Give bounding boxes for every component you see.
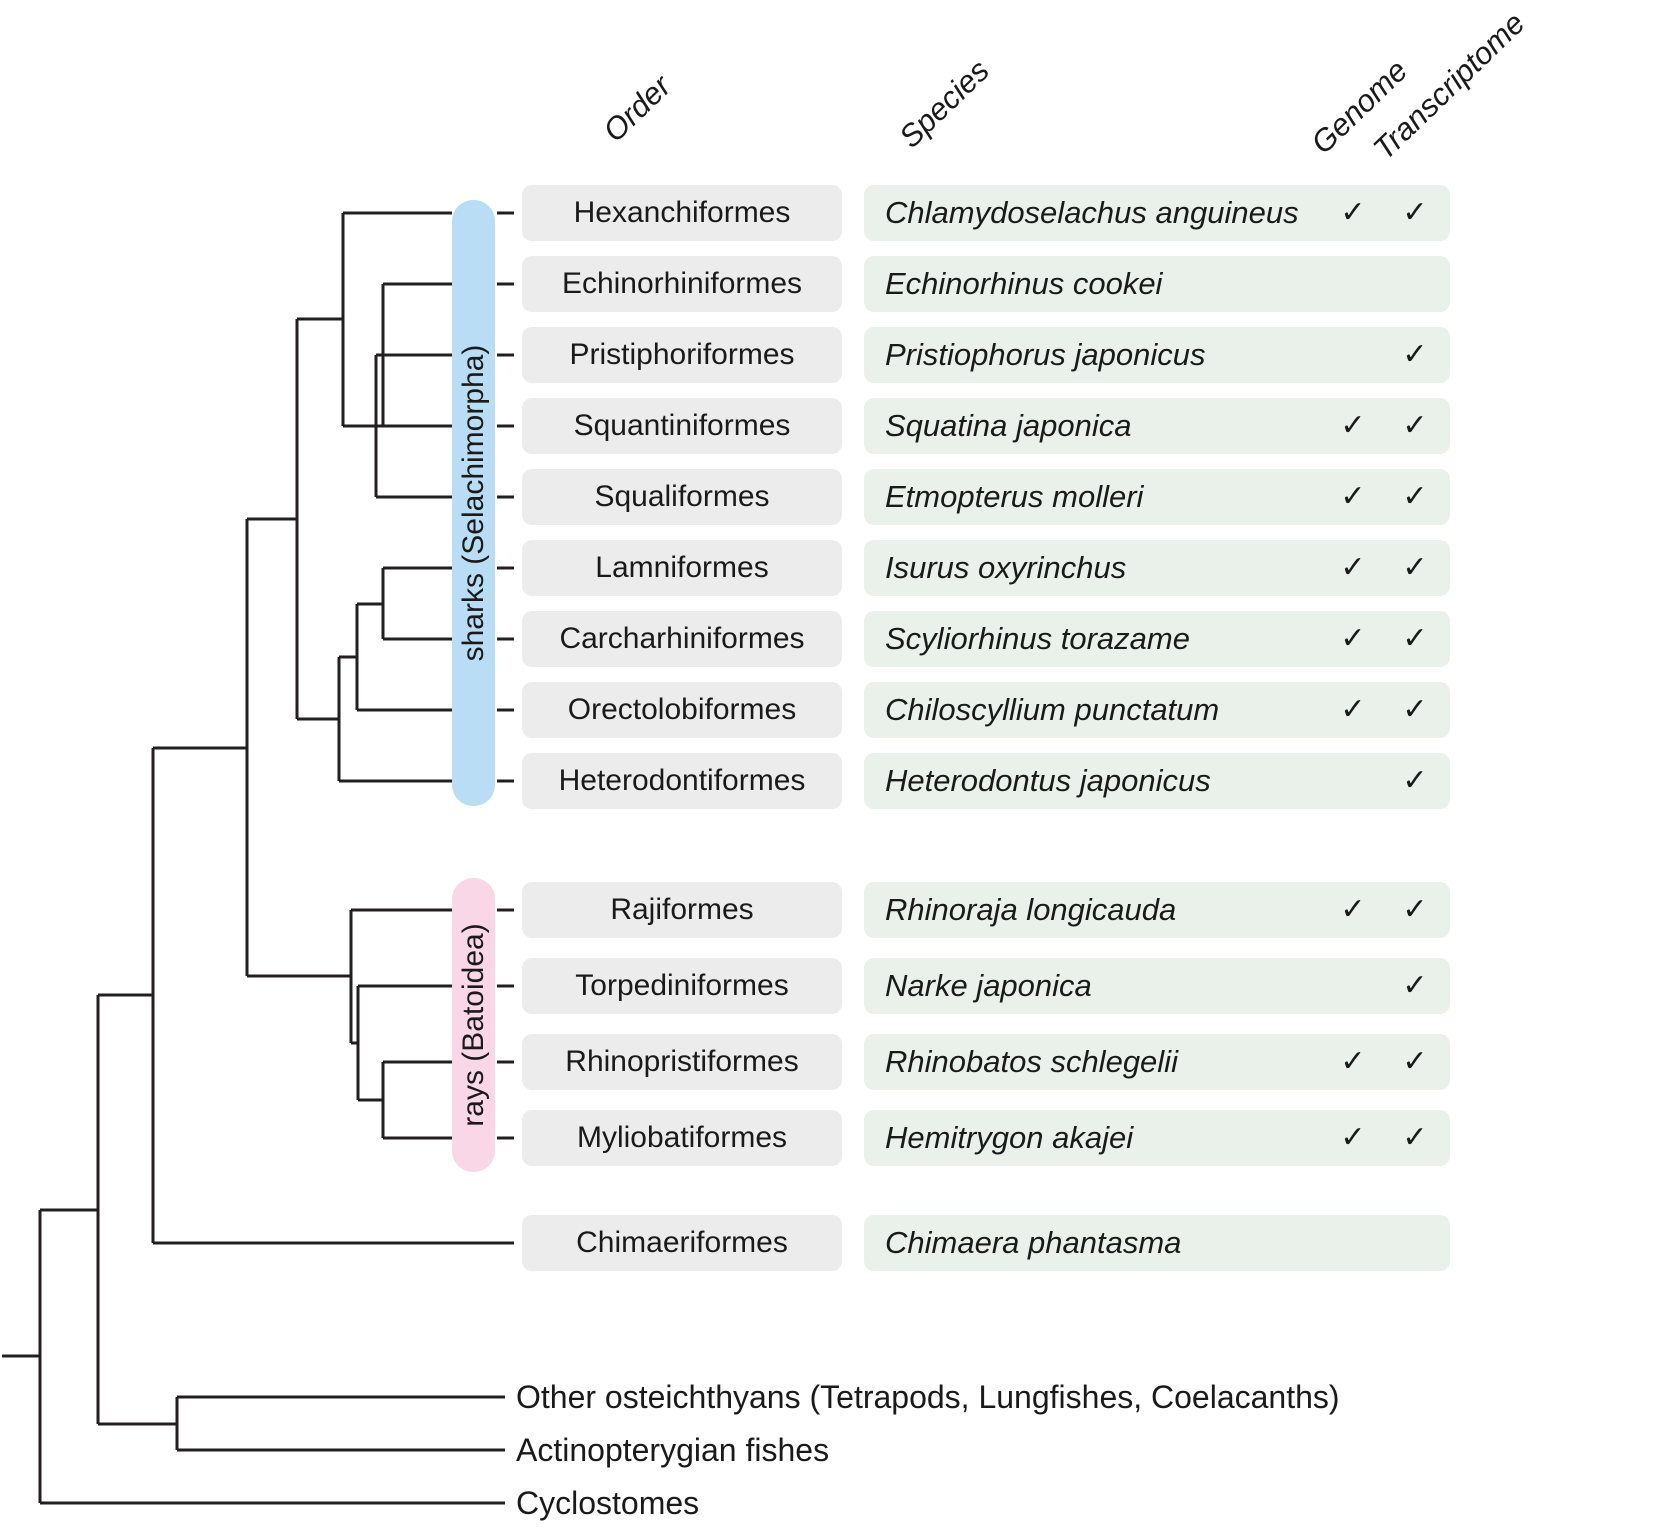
species-box: Pristiophorus japonicus ✓	[864, 327, 1450, 383]
genome-check-icon: ✓	[1340, 622, 1366, 655]
transcriptome-check-icon: ✓	[1402, 196, 1428, 229]
species-box: Rhinobatos schlegelii ✓ ✓	[864, 1034, 1450, 1090]
order-box: Carcharhiniformes	[522, 611, 842, 667]
transcriptome-check-icon: ✓	[1402, 480, 1428, 513]
order-box: Squantiniformes	[522, 398, 842, 454]
order-box: Lamniformes	[522, 540, 842, 596]
order-box: Squaliformes	[522, 469, 842, 525]
genome-check-icon: ✓	[1340, 693, 1366, 726]
species-box: Chiloscyllium punctatum ✓ ✓	[864, 682, 1450, 738]
species-box: Echinorhinus cookei	[864, 256, 1450, 312]
sharks-clade-bar: sharks (Selachimorpha)	[452, 200, 495, 806]
order-box: Torpediniformes	[522, 958, 842, 1014]
transcriptome-check-icon: ✓	[1402, 622, 1428, 655]
order-box: Orectolobiformes	[522, 682, 842, 738]
species-box: Isurus oxyrinchus ✓ ✓	[864, 540, 1450, 596]
genome-check-icon: ✓	[1340, 196, 1366, 229]
transcriptome-check-icon: ✓	[1402, 893, 1428, 926]
species-name: Hemitrygon akajei	[885, 1120, 1134, 1155]
genome-check-icon: ✓	[1340, 480, 1366, 513]
species-name: Etmopterus molleri	[885, 479, 1144, 514]
transcriptome-check-icon: ✓	[1402, 409, 1428, 442]
order-box: Myliobatiformes	[522, 1110, 842, 1166]
species-name: Chlamydoselachus anguineus	[885, 195, 1299, 230]
order-box: Heterodontiformes	[522, 753, 842, 809]
species-box: Chlamydoselachus anguineus ✓ ✓	[864, 185, 1450, 241]
order-box: Rajiformes	[522, 882, 842, 938]
species-box: Rhinoraja longicauda ✓ ✓	[864, 882, 1450, 938]
species-name: Echinorhinus cookei	[885, 266, 1163, 301]
transcriptome-check-icon: ✓	[1402, 338, 1428, 371]
transcriptome-check-icon: ✓	[1402, 764, 1428, 797]
genome-check-icon: ✓	[1340, 893, 1366, 926]
outgroup-label-cyclostomes: Cyclostomes	[516, 1485, 700, 1521]
outgroup-label-osteichthyans: Other osteichthyans (Tetrapods, Lungfish…	[516, 1379, 1340, 1415]
species-box: Chimaera phantasma	[864, 1215, 1450, 1271]
order-box: Hexanchiformes	[522, 185, 842, 241]
species-box: Scyliorhinus torazame ✓ ✓	[864, 611, 1450, 667]
transcriptome-check-icon: ✓	[1402, 551, 1428, 584]
species-box: Narke japonica ✓	[864, 958, 1450, 1014]
order-box: Rhinopristiformes	[522, 1034, 842, 1090]
genome-check-icon: ✓	[1340, 1045, 1366, 1078]
species-name: Squatina japonica	[885, 408, 1132, 443]
species-box: Hemitrygon akajei ✓ ✓	[864, 1110, 1450, 1166]
transcriptome-check-icon: ✓	[1402, 1121, 1428, 1154]
species-name: Pristiophorus japonicus	[885, 337, 1206, 372]
species-box: Etmopterus molleri ✓ ✓	[864, 469, 1450, 525]
transcriptome-check-icon: ✓	[1402, 693, 1428, 726]
transcriptome-check-icon: ✓	[1402, 969, 1428, 1002]
genome-check-icon: ✓	[1340, 409, 1366, 442]
species-name: Narke japonica	[885, 968, 1092, 1003]
species-box: Squatina japonica ✓ ✓	[864, 398, 1450, 454]
transcriptome-check-icon: ✓	[1402, 1045, 1428, 1078]
species-name: Heterodontus japonicus	[885, 763, 1211, 798]
order-box: Pristiphoriformes	[522, 327, 842, 383]
order-box: Echinorhiniformes	[522, 256, 842, 312]
genome-check-icon: ✓	[1340, 551, 1366, 584]
rays-clade-label: rays (Batoidea)	[456, 923, 490, 1127]
genome-check-icon: ✓	[1340, 1121, 1366, 1154]
species-name: Scyliorhinus torazame	[885, 621, 1190, 656]
sharks-clade-label: sharks (Selachimorpha)	[456, 344, 490, 662]
species-name: Chiloscyllium punctatum	[885, 692, 1220, 727]
order-box: Chimaeriformes	[522, 1215, 842, 1271]
outgroup-label-actinopterygians: Actinopterygian fishes	[516, 1432, 830, 1468]
species-name: Isurus oxyrinchus	[885, 550, 1127, 585]
rays-clade-bar: rays (Batoidea)	[452, 878, 495, 1172]
species-box: Heterodontus japonicus ✓	[864, 753, 1450, 809]
species-name: Rhinobatos schlegelii	[885, 1044, 1178, 1079]
species-name: Chimaera phantasma	[885, 1225, 1182, 1260]
species-name: Rhinoraja longicauda	[885, 892, 1177, 927]
